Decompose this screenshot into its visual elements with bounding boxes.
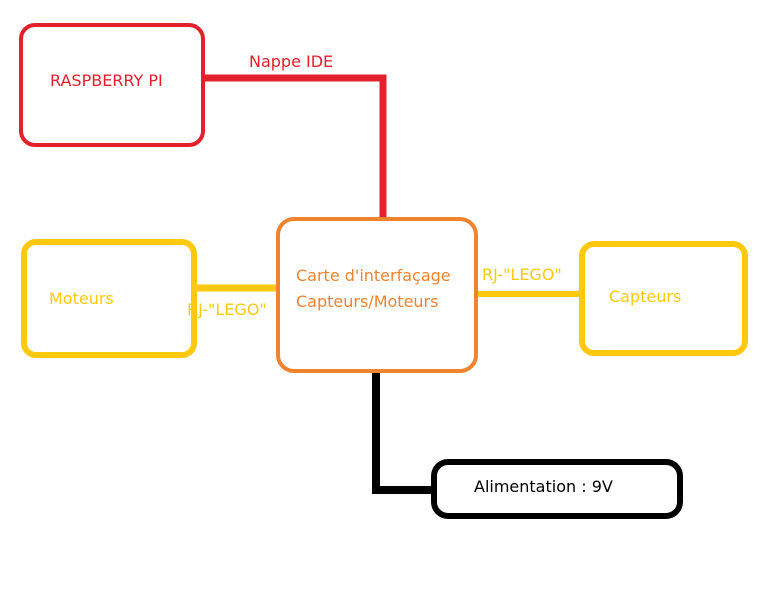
box-raspberry-pi	[19, 23, 205, 147]
connector-nappe-ide	[200, 74, 387, 218]
box-capteurs	[579, 241, 748, 356]
label-raspberry-pi: RASPBERRY PI	[50, 71, 163, 90]
label-carte-interface-line1: Carte d'interfaçage	[296, 266, 451, 285]
label-alimentation: Alimentation : 9V	[474, 477, 613, 496]
label-rj-capteurs: RJ-"LEGO"	[482, 265, 562, 284]
label-rj-moteurs: RJ-"LEGO"	[187, 300, 267, 319]
box-alimentation	[431, 459, 683, 519]
label-nappe-ide: Nappe IDE	[249, 52, 334, 71]
label-capteurs: Capteurs	[609, 287, 682, 306]
connector-alimentation	[372, 370, 437, 494]
label-moteurs: Moteurs	[49, 289, 114, 308]
box-moteurs	[21, 239, 197, 358]
box-carte-interface	[276, 217, 478, 373]
label-carte-interface-line2: Capteurs/Moteurs	[296, 292, 439, 311]
